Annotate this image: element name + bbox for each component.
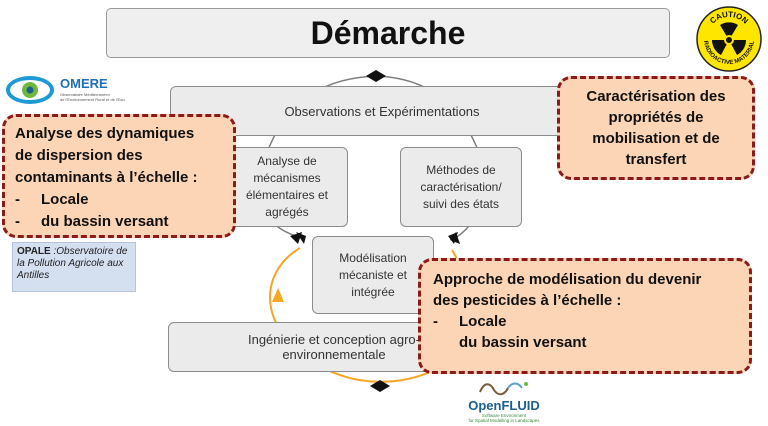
callout-list-item: du bassin versant <box>433 332 737 353</box>
callout-line: des pesticides à l’échelle : <box>433 292 622 309</box>
arrowheads <box>290 70 460 392</box>
analyse-line: élémentaires et <box>245 188 329 202</box>
modelisation-callout: Approche de modélisation du devenir des … <box>418 258 752 374</box>
callout-line: transfert <box>625 151 687 168</box>
dispersion-callout: Analyse des dynamiques de dispersion des… <box>2 114 236 238</box>
callout-list-item: - du bassin versant <box>15 211 223 233</box>
callout-line: propriétés de <box>608 109 704 126</box>
orange-arrowhead-left <box>272 288 284 302</box>
omere-pupil <box>26 86 34 94</box>
radioactive-caution-icon: CAUTION RADIOACTIVE MATERIAL <box>696 6 762 72</box>
callout-line: contaminants à l’échelle : <box>15 169 198 186</box>
list-item-text: du bassin versant <box>459 334 587 351</box>
list-item-text: Locale <box>459 313 507 330</box>
list-item-text: Locale <box>41 191 89 208</box>
callout-line: mobilisation et de <box>592 130 720 147</box>
modelisation-line: mécaniste et <box>338 267 408 282</box>
opale-note: OPALE :Observatoire de la Pollution Agri… <box>12 242 136 292</box>
ingenierie-box: Ingénierie et conception agro-environnem… <box>168 322 448 372</box>
list-item-text: du bassin versant <box>41 213 169 230</box>
modelisation-box: Modélisation mécaniste et intégrée <box>312 236 434 314</box>
opale-name: OPALE <box>17 246 51 257</box>
list-dash: - <box>15 191 20 208</box>
openfluid-subtitle-2: for Spatial Modelling in Landscapes <box>468 418 540 423</box>
caracterisation-callout: Caractérisation des propriétés de mobili… <box>557 76 755 180</box>
page-title: Démarche <box>106 8 670 58</box>
callout-line: Analyse des dynamiques <box>15 125 195 142</box>
callout-list-item: - Locale <box>433 311 737 332</box>
modelisation-line: Modélisation <box>339 250 407 265</box>
openfluid-subtitle-1: Software Environment <box>482 413 527 418</box>
callout-line: Caractérisation des <box>586 88 726 105</box>
omere-logo: OMERE Observatoire Méditerranéen de l'En… <box>6 76 125 104</box>
list-dash: - <box>15 213 20 230</box>
caution-label: CAUTION <box>708 10 750 26</box>
analyse-box: Analyse de mécanismes élémentaires et ag… <box>226 147 348 227</box>
callout-line: de dispersion des <box>15 147 143 164</box>
omere-subtitle-1: Observatoire Méditerranéen <box>60 92 110 97</box>
omere-subtitle-2: de l'Environnement Rural et de l'Eau <box>60 97 125 102</box>
methodes-box: Méthodes de caractérisation/ suivi des é… <box>400 147 522 227</box>
methodes-line: suivi des états <box>422 196 500 211</box>
analyse-line: agrégés <box>265 205 309 219</box>
analyse-line: Analyse de <box>257 154 317 168</box>
omere-name: OMERE <box>60 76 108 91</box>
openfluid-name: OpenFLUID <box>468 398 540 413</box>
modelisation-line: intégrée <box>351 284 395 299</box>
observations-box: Observations et Expérimentations <box>170 86 594 136</box>
list-dash: - <box>433 313 438 330</box>
opale-desc: :Observatoire de la Pollution Agricole a… <box>17 246 128 281</box>
callout-list-item: - Locale <box>15 189 223 211</box>
openfluid-wave-icon <box>479 383 509 396</box>
methodes-line: Méthodes de <box>426 162 496 177</box>
methodes-line: caractérisation/ <box>420 179 502 194</box>
svg-text:CAUTION: CAUTION <box>708 10 750 26</box>
callout-line: Approche de modélisation du devenir <box>433 271 702 288</box>
openfluid-logo: OpenFLUID Software Environment for Spati… <box>468 382 540 423</box>
analyse-line: mécanismes <box>253 171 321 185</box>
